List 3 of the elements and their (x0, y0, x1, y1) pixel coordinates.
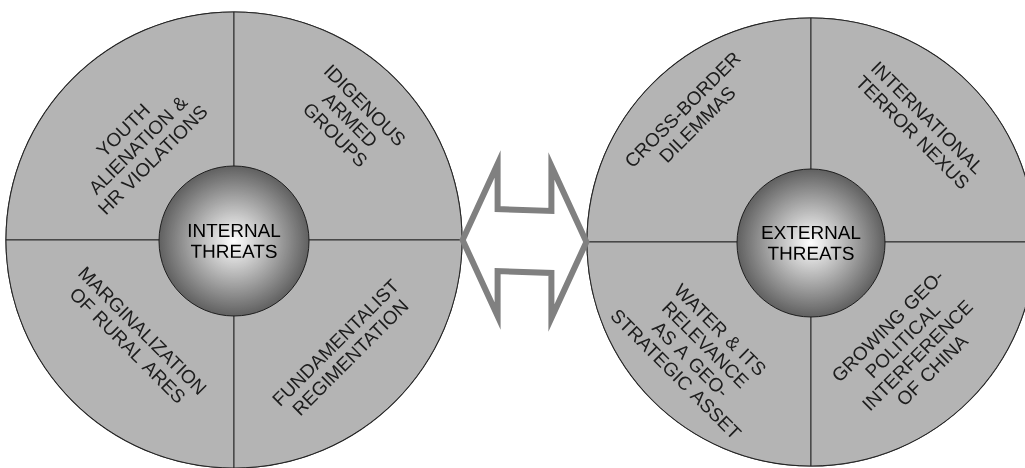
sphere: INTERNAL THREATS (158, 165, 310, 317)
double-arrow (459, 150, 590, 332)
sphere: EXTERNAL THREATS (736, 168, 886, 318)
